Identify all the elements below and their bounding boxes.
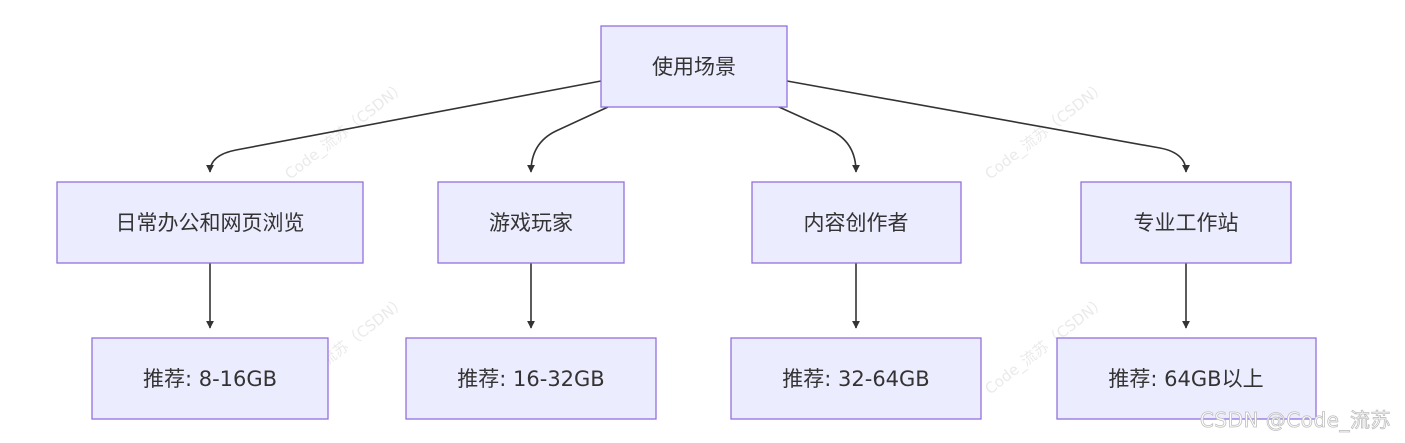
node-workstation: 专业工作站 — [1080, 181, 1292, 264]
node-rec-creator: 推荐: 32-64GB — [730, 337, 982, 420]
edges — [206, 80, 1190, 329]
node-gamer: 游戏玩家 — [437, 181, 625, 264]
node-label: 推荐: 64GB以上 — [1108, 367, 1263, 391]
node-rec-workstation: 推荐: 64GB以上 — [1056, 337, 1317, 420]
node-label: 使用场景 — [652, 55, 736, 79]
node-label: 内容创作者 — [804, 211, 909, 235]
node-root: 使用场景 — [600, 25, 788, 108]
node-label: 游戏玩家 — [489, 211, 573, 235]
node-creator: 内容创作者 — [751, 181, 962, 264]
edge-root-office — [206, 80, 602, 173]
watermark-text: Code_流苏（CSDN） — [981, 77, 1110, 184]
edge-root-creator — [778, 106, 860, 173]
node-rec-office: 推荐: 8-16GB — [91, 337, 329, 420]
node-label: 推荐: 8-16GB — [143, 367, 277, 391]
node-label: 专业工作站 — [1134, 211, 1239, 235]
edge-root-workstation — [786, 80, 1190, 173]
watermark-text: Code_流苏（CSDN） — [281, 77, 410, 184]
node-label: 推荐: 32-64GB — [782, 367, 929, 391]
corner-watermark: CSDN @Code_流苏 — [1199, 408, 1391, 433]
node-label: 日常办公和网页浏览 — [116, 211, 305, 235]
node-rec-gamer: 推荐: 16-32GB — [405, 337, 657, 420]
node-office: 日常办公和网页浏览 — [56, 181, 364, 264]
node-label: 推荐: 16-32GB — [457, 367, 604, 391]
edge-root-gamer — [527, 106, 609, 173]
